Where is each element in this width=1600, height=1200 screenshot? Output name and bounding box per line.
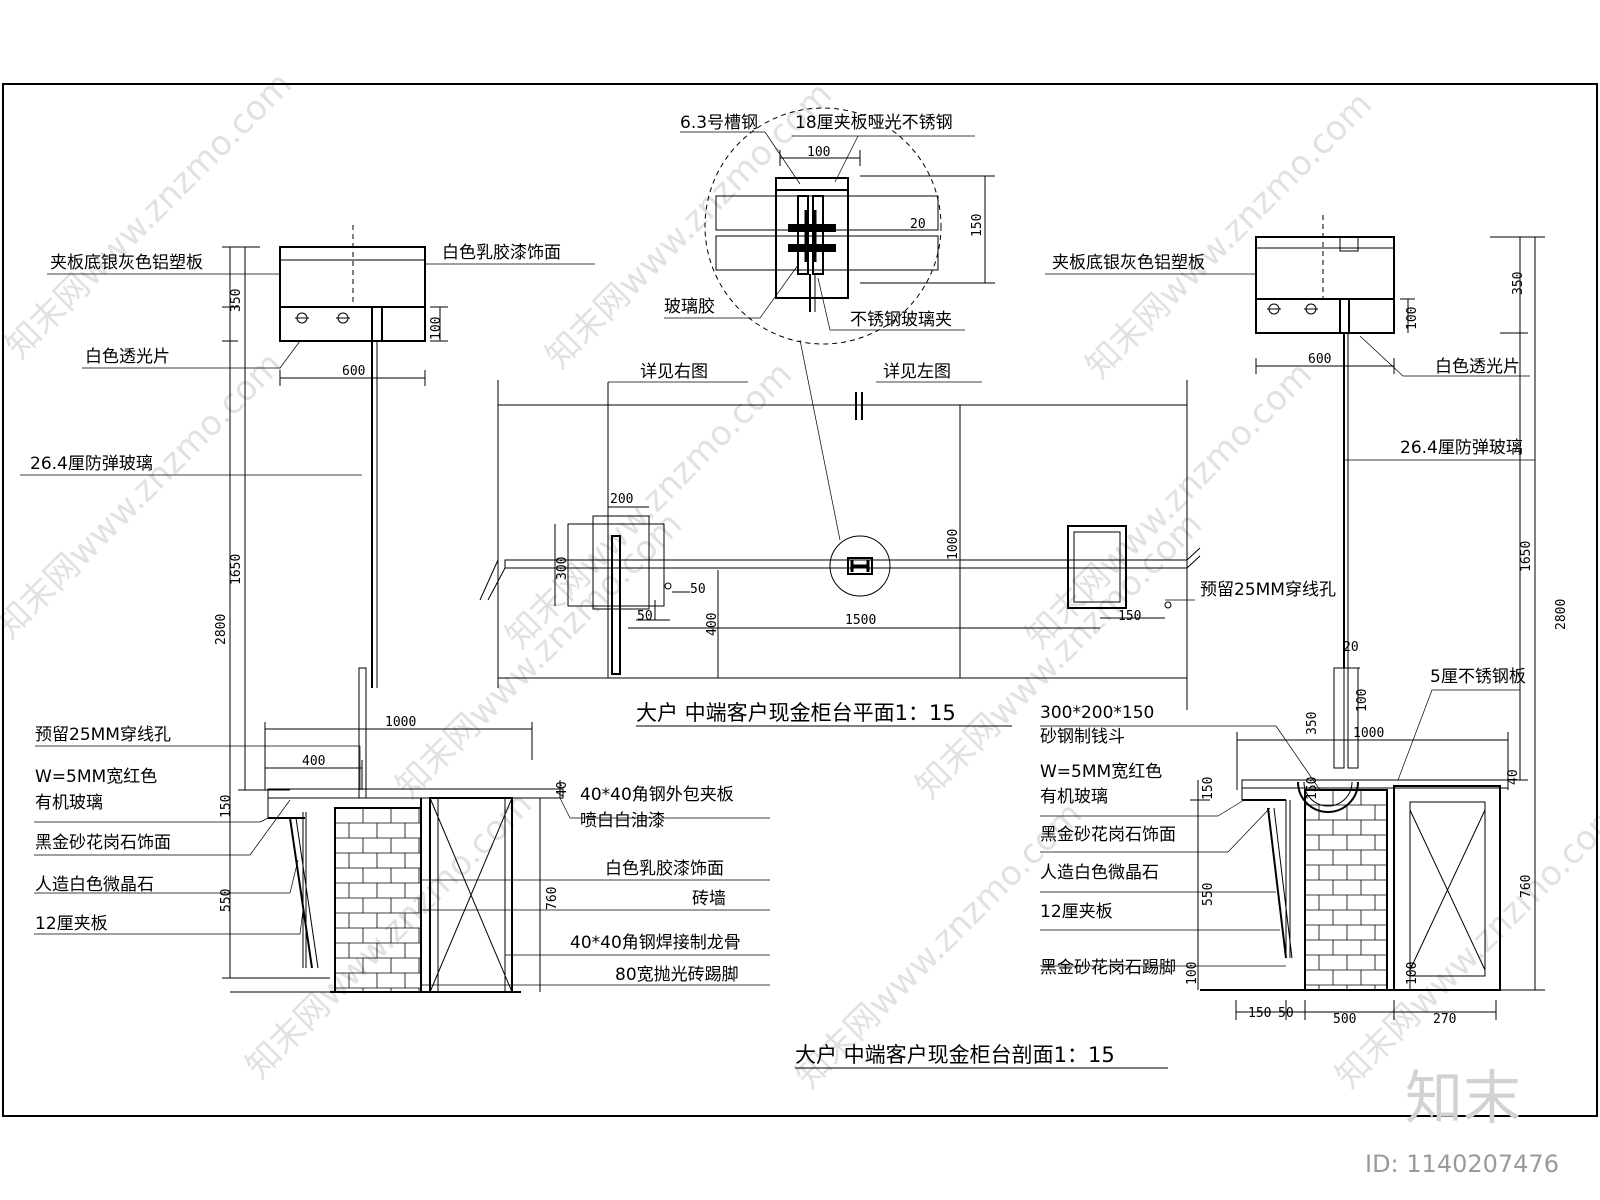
label-granite-finish-r: 黑金砂花岗石饰面 — [1040, 825, 1176, 845]
label-bulletproof-glass-r: 26.4厘防弹玻璃 — [1400, 438, 1523, 458]
dim-400: 400 — [705, 613, 720, 636]
label-see-left: 详见左图 — [883, 362, 951, 382]
dim-100: 100 — [429, 317, 444, 340]
dim-200: 200 — [610, 492, 633, 507]
dim-2800: 2800 — [1554, 599, 1569, 630]
dim-50-a: 50 — [690, 582, 706, 597]
dim-500: 500 — [1333, 1012, 1356, 1027]
dim-1000: 1000 — [946, 529, 961, 560]
label-bulletproof-glass: 26.4厘防弹玻璃 — [30, 454, 153, 474]
dim-350: 350 — [229, 289, 244, 312]
left-section: 夹板底银灰色铝塑板 白色乳胶漆饰面 白色透光片 26.4厘防弹玻璃 预留25MM… — [20, 225, 770, 993]
label-crystal-stone-r: 人造白色微晶石 — [1040, 863, 1159, 883]
label-channel-steel: 6.3号槽钢 — [680, 113, 758, 133]
watermark-text: 知末网www.znzmo.com — [1328, 794, 1600, 1096]
watermark-text: 知末网www.znzmo.com — [0, 344, 290, 646]
label-brick-wall: 砖墙 — [692, 889, 726, 909]
dim-600: 600 — [1308, 352, 1331, 367]
watermark-text: 知末网www.znzmo.com — [0, 64, 300, 366]
dim-1650: 1650 — [1519, 541, 1534, 572]
label-angle-steel: 40*40角钢外包夹板 — [580, 785, 734, 805]
dim-50: 50 — [1278, 1006, 1294, 1021]
label-cable-hole-plan: 预留25MM穿线孔 — [1200, 580, 1336, 600]
dim-150-bottom: 150 — [1248, 1006, 1271, 1021]
dim-550: 550 — [219, 889, 234, 912]
watermark-text: 知末网www.znzmo.com — [388, 504, 690, 806]
label-skirting: 80宽抛光砖踢脚 — [615, 965, 739, 985]
dim-100-base: 100 — [1185, 962, 1200, 985]
label-tray-size: 300*200*150 — [1040, 703, 1154, 723]
watermark-text: 知末网www.znzmo.com — [1078, 84, 1380, 386]
label-light-panel: 白色透光片 — [85, 347, 170, 367]
plan-view: 详见右图 详见左图 预留25MM穿线孔 200 300 50 50 400 15… — [479, 362, 1336, 727]
dim-350-b: 350 — [1305, 712, 1320, 735]
label-acrylic-width-r: W=5MM宽红色 — [1040, 762, 1162, 782]
dim-760: 760 — [545, 887, 560, 910]
label-acrylic: 有机玻璃 — [35, 793, 103, 813]
dim-760: 760 — [1519, 875, 1534, 898]
dim-150: 150 — [219, 795, 234, 818]
dim-150: 150 — [1201, 777, 1216, 800]
drawing-border — [2, 83, 1598, 1117]
label-steel-frame: 40*40角钢焊接制龙骨 — [570, 933, 741, 953]
plan-title: 大户 中端客户现金柜台平面1：15 — [636, 701, 956, 725]
label-acrylic-r: 有机玻璃 — [1040, 787, 1108, 807]
label-glass-glue: 玻璃胶 — [664, 297, 715, 317]
label-cable-hole: 预留25MM穿线孔 — [35, 725, 171, 745]
label-acrylic-width: W=5MM宽红色 — [35, 767, 157, 787]
dim-270: 270 — [1433, 1012, 1456, 1027]
dim-350: 350 — [1511, 272, 1526, 295]
label-glass-clip: 不锈钢玻璃夹 — [850, 310, 952, 330]
label-white-paint: 喷白白油漆 — [580, 811, 665, 831]
dim-2800: 2800 — [214, 614, 229, 645]
label-plywood: 12厘夹板 — [35, 914, 108, 934]
label-plywood-r: 12厘夹板 — [1040, 902, 1113, 922]
joint-detail: 6.3号槽钢 18厘夹板哑光不锈钢 玻璃胶 不锈钢玻璃夹 100 150 20 — [664, 107, 995, 541]
label-paint-finish-top: 白色乳胶漆饰面 — [442, 243, 561, 263]
image-id: ID: 1140207476 — [1365, 1150, 1559, 1178]
dim-150: 150 — [970, 214, 985, 237]
watermark-text: 知末网www.znzmo.com — [238, 784, 540, 1086]
dim-20: 20 — [1343, 640, 1359, 655]
dim-40: 40 — [555, 781, 570, 797]
label-light-panel-r: 白色透光片 — [1435, 357, 1520, 377]
dim-40: 40 — [1506, 769, 1521, 785]
label-see-right: 详见右图 — [640, 362, 708, 382]
section-title: 大户 中端客户现金柜台剖面1：15 — [795, 1043, 1115, 1067]
dim-1000: 1000 — [385, 715, 416, 730]
label-stainless-plywood: 18厘夹板哑光不锈钢 — [795, 113, 953, 133]
dim-1500: 1500 — [845, 613, 876, 628]
dim-150-tray: 150 — [1305, 777, 1320, 800]
dim-20: 20 — [910, 217, 926, 232]
right-section: 夹板底银灰色铝塑板 白色透光片 26.4厘防弹玻璃 5厘不锈钢板 300*200… — [1040, 215, 1569, 1027]
label-aluminum-panel: 夹板底银灰色铝塑板 — [50, 253, 203, 273]
watermark-text: 知末网www.znzmo.com — [1018, 354, 1320, 656]
dim-550: 550 — [1201, 883, 1216, 906]
dim-300: 300 — [555, 557, 570, 580]
dim-400: 400 — [302, 754, 325, 769]
label-steel-plate: 5厘不锈钢板 — [1430, 667, 1526, 687]
dim-100-base-r: 100 — [1405, 962, 1420, 985]
label-aluminum-panel-r: 夹板底银灰色铝塑板 — [1052, 253, 1205, 273]
label-granite-finish: 黑金砂花岗石饰面 — [35, 833, 171, 853]
dim-100-top: 100 — [1355, 689, 1370, 712]
brand-watermark: 知末 — [1405, 1064, 1521, 1132]
dim-50-b: 50 — [637, 609, 653, 624]
label-granite-skirting: 黑金砂花岗石踢脚 — [1040, 958, 1176, 978]
dim-150: 150 — [1118, 609, 1141, 624]
label-money-tray: 砂钢制钱斗 — [1040, 727, 1125, 747]
dim-1650: 1650 — [229, 554, 244, 585]
dim-600: 600 — [342, 364, 365, 379]
dim-1000: 1000 — [1353, 726, 1384, 741]
dim-100: 100 — [1405, 307, 1420, 330]
label-paint-finish-low: 白色乳胶漆饰面 — [605, 859, 724, 879]
dim-100: 100 — [807, 145, 830, 160]
label-crystal-stone: 人造白色微晶石 — [35, 875, 154, 895]
